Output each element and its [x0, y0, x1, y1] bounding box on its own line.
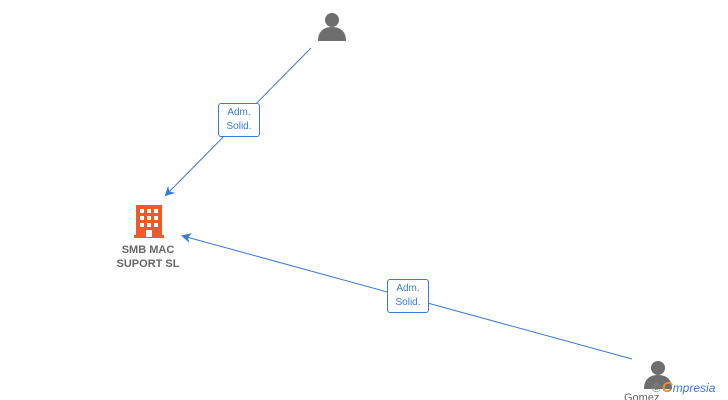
copyright-symbol: © — [652, 381, 661, 395]
edge-label-type: Solid. — [226, 121, 252, 132]
edge-label-type: Solid. — [395, 297, 421, 308]
person-icon[interactable] — [644, 361, 672, 389]
company-name[interactable]: SMB MAC SUPORT SL — [96, 243, 200, 271]
person-name[interactable]: Gomez — [624, 392, 660, 400]
brand-rest: mpresia — [672, 381, 716, 395]
edge-label-top[interactable]: Adm. Solid. — [218, 103, 260, 137]
person-icon[interactable] — [318, 13, 346, 41]
empresia-watermark: ©Cmpresia — [652, 379, 715, 396]
building-icon[interactable] — [134, 205, 164, 238]
edge-label-role: Adm. — [227, 107, 251, 118]
company-name-line2: SUPORT SL — [116, 258, 180, 270]
edge-label-bottom[interactable]: Adm. Solid. — [387, 279, 429, 313]
brand-initial: C — [661, 379, 673, 396]
company-name-line1: SMB MAC — [121, 244, 175, 256]
edge-label-role: Adm. — [396, 283, 420, 294]
